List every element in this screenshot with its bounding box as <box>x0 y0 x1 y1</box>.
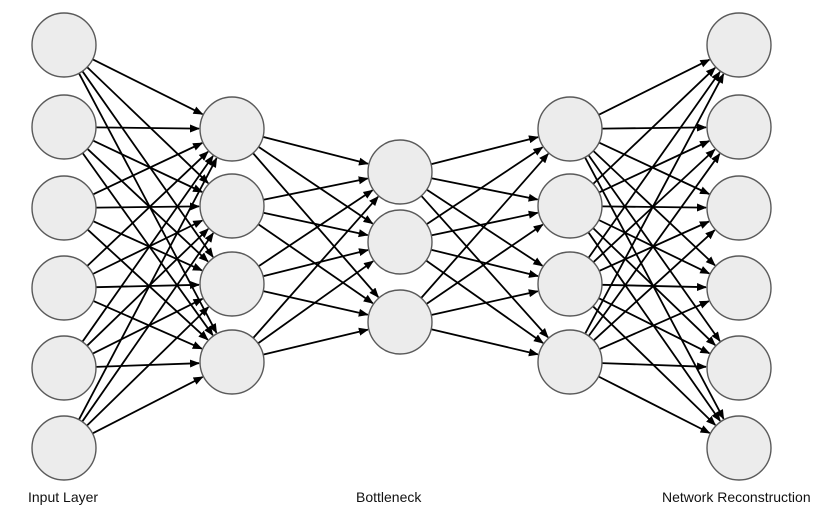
connection-arrow <box>95 359 200 368</box>
connection-arrow <box>86 148 209 263</box>
decoder-neuron <box>537 96 603 162</box>
connection-arrow <box>78 157 218 421</box>
connection-arrow <box>431 289 539 316</box>
bottleneck-neuron <box>367 139 433 205</box>
input-neuron <box>31 255 97 321</box>
encoder-neuron <box>199 329 265 395</box>
output-neuron <box>706 335 772 401</box>
encoder-neuron <box>199 173 265 239</box>
connection-arrow <box>420 195 549 339</box>
connection-arrow <box>426 188 544 267</box>
connection-arrow <box>263 176 369 201</box>
output-neuron <box>706 94 772 160</box>
bottleneck-label: Bottleneck <box>356 489 422 505</box>
connection-arrow <box>425 223 544 305</box>
connection-arrow <box>81 232 214 423</box>
connection-arrow <box>262 248 369 278</box>
connection-arrow <box>584 156 725 420</box>
connection-arrow <box>592 150 716 267</box>
connection-arrow <box>598 300 710 351</box>
decoder-neuron <box>537 251 603 317</box>
connection-arrow <box>92 376 204 435</box>
connection-arrow <box>86 306 210 427</box>
connection-arrow <box>252 152 379 298</box>
encoder-neuron <box>199 251 265 317</box>
connection-arrow <box>430 135 539 166</box>
connection-arrow <box>92 142 204 196</box>
output-neuron <box>706 255 772 321</box>
input-neuron <box>31 415 97 481</box>
connection-arrow <box>425 259 544 344</box>
bottleneck-neuron <box>367 289 433 355</box>
decoder-neuron <box>537 173 603 239</box>
connection-arrow <box>95 202 200 211</box>
connection-arrow <box>587 152 721 337</box>
connection-arrow <box>587 71 721 259</box>
output-neuron <box>706 175 772 241</box>
connection-arrow <box>431 177 539 202</box>
connection-arrow <box>430 248 539 278</box>
network-reconstruction-label: Network Reconstruction <box>662 489 811 505</box>
connection-arrow <box>81 70 214 258</box>
connection-arrow <box>81 155 214 343</box>
encoder-neuron <box>199 96 265 162</box>
connection-arrow <box>262 136 369 166</box>
connection-arrow <box>86 66 209 184</box>
connection-arrow <box>598 375 711 434</box>
bottleneck-neuron <box>367 209 433 275</box>
connection-arrow <box>92 219 204 275</box>
connection-arrow <box>431 210 539 237</box>
connection-arrow <box>598 58 711 116</box>
output-neuron <box>706 12 772 78</box>
connection-arrow <box>601 123 707 132</box>
output-neuron <box>706 415 772 481</box>
input-neuron <box>31 175 97 241</box>
connection-arrow <box>420 153 549 299</box>
input-neuron <box>31 94 97 160</box>
connection-arrow <box>598 140 711 194</box>
connection-arrow <box>92 220 203 272</box>
connection-arrow <box>257 260 374 345</box>
connection-arrow <box>426 146 544 226</box>
neurons <box>31 12 772 481</box>
input-neuron <box>31 12 97 78</box>
connection-arrow <box>252 195 379 339</box>
connection-arrow <box>78 72 218 334</box>
connection-arrow <box>86 228 209 341</box>
connection-arrow <box>262 327 369 356</box>
connection-arrow <box>598 141 711 195</box>
connection-arrow <box>95 281 200 290</box>
connection-arrow <box>258 146 374 225</box>
connection-arrow <box>92 58 204 116</box>
connection-arrow <box>86 151 209 267</box>
connections <box>78 58 725 435</box>
connection-arrow <box>92 300 203 350</box>
connection-arrow <box>258 189 374 267</box>
connection-arrow <box>95 124 200 133</box>
input-neuron <box>31 335 97 401</box>
connection-arrow <box>592 67 716 185</box>
connection-arrow <box>430 328 539 357</box>
decoder-neuron <box>537 329 603 395</box>
connection-arrow <box>601 362 707 371</box>
connection-arrow <box>92 139 204 193</box>
connection-arrow <box>584 73 725 335</box>
input-layer-label: Input Layer <box>28 489 99 505</box>
connection-arrow <box>593 229 716 342</box>
connection-arrow <box>263 211 369 238</box>
